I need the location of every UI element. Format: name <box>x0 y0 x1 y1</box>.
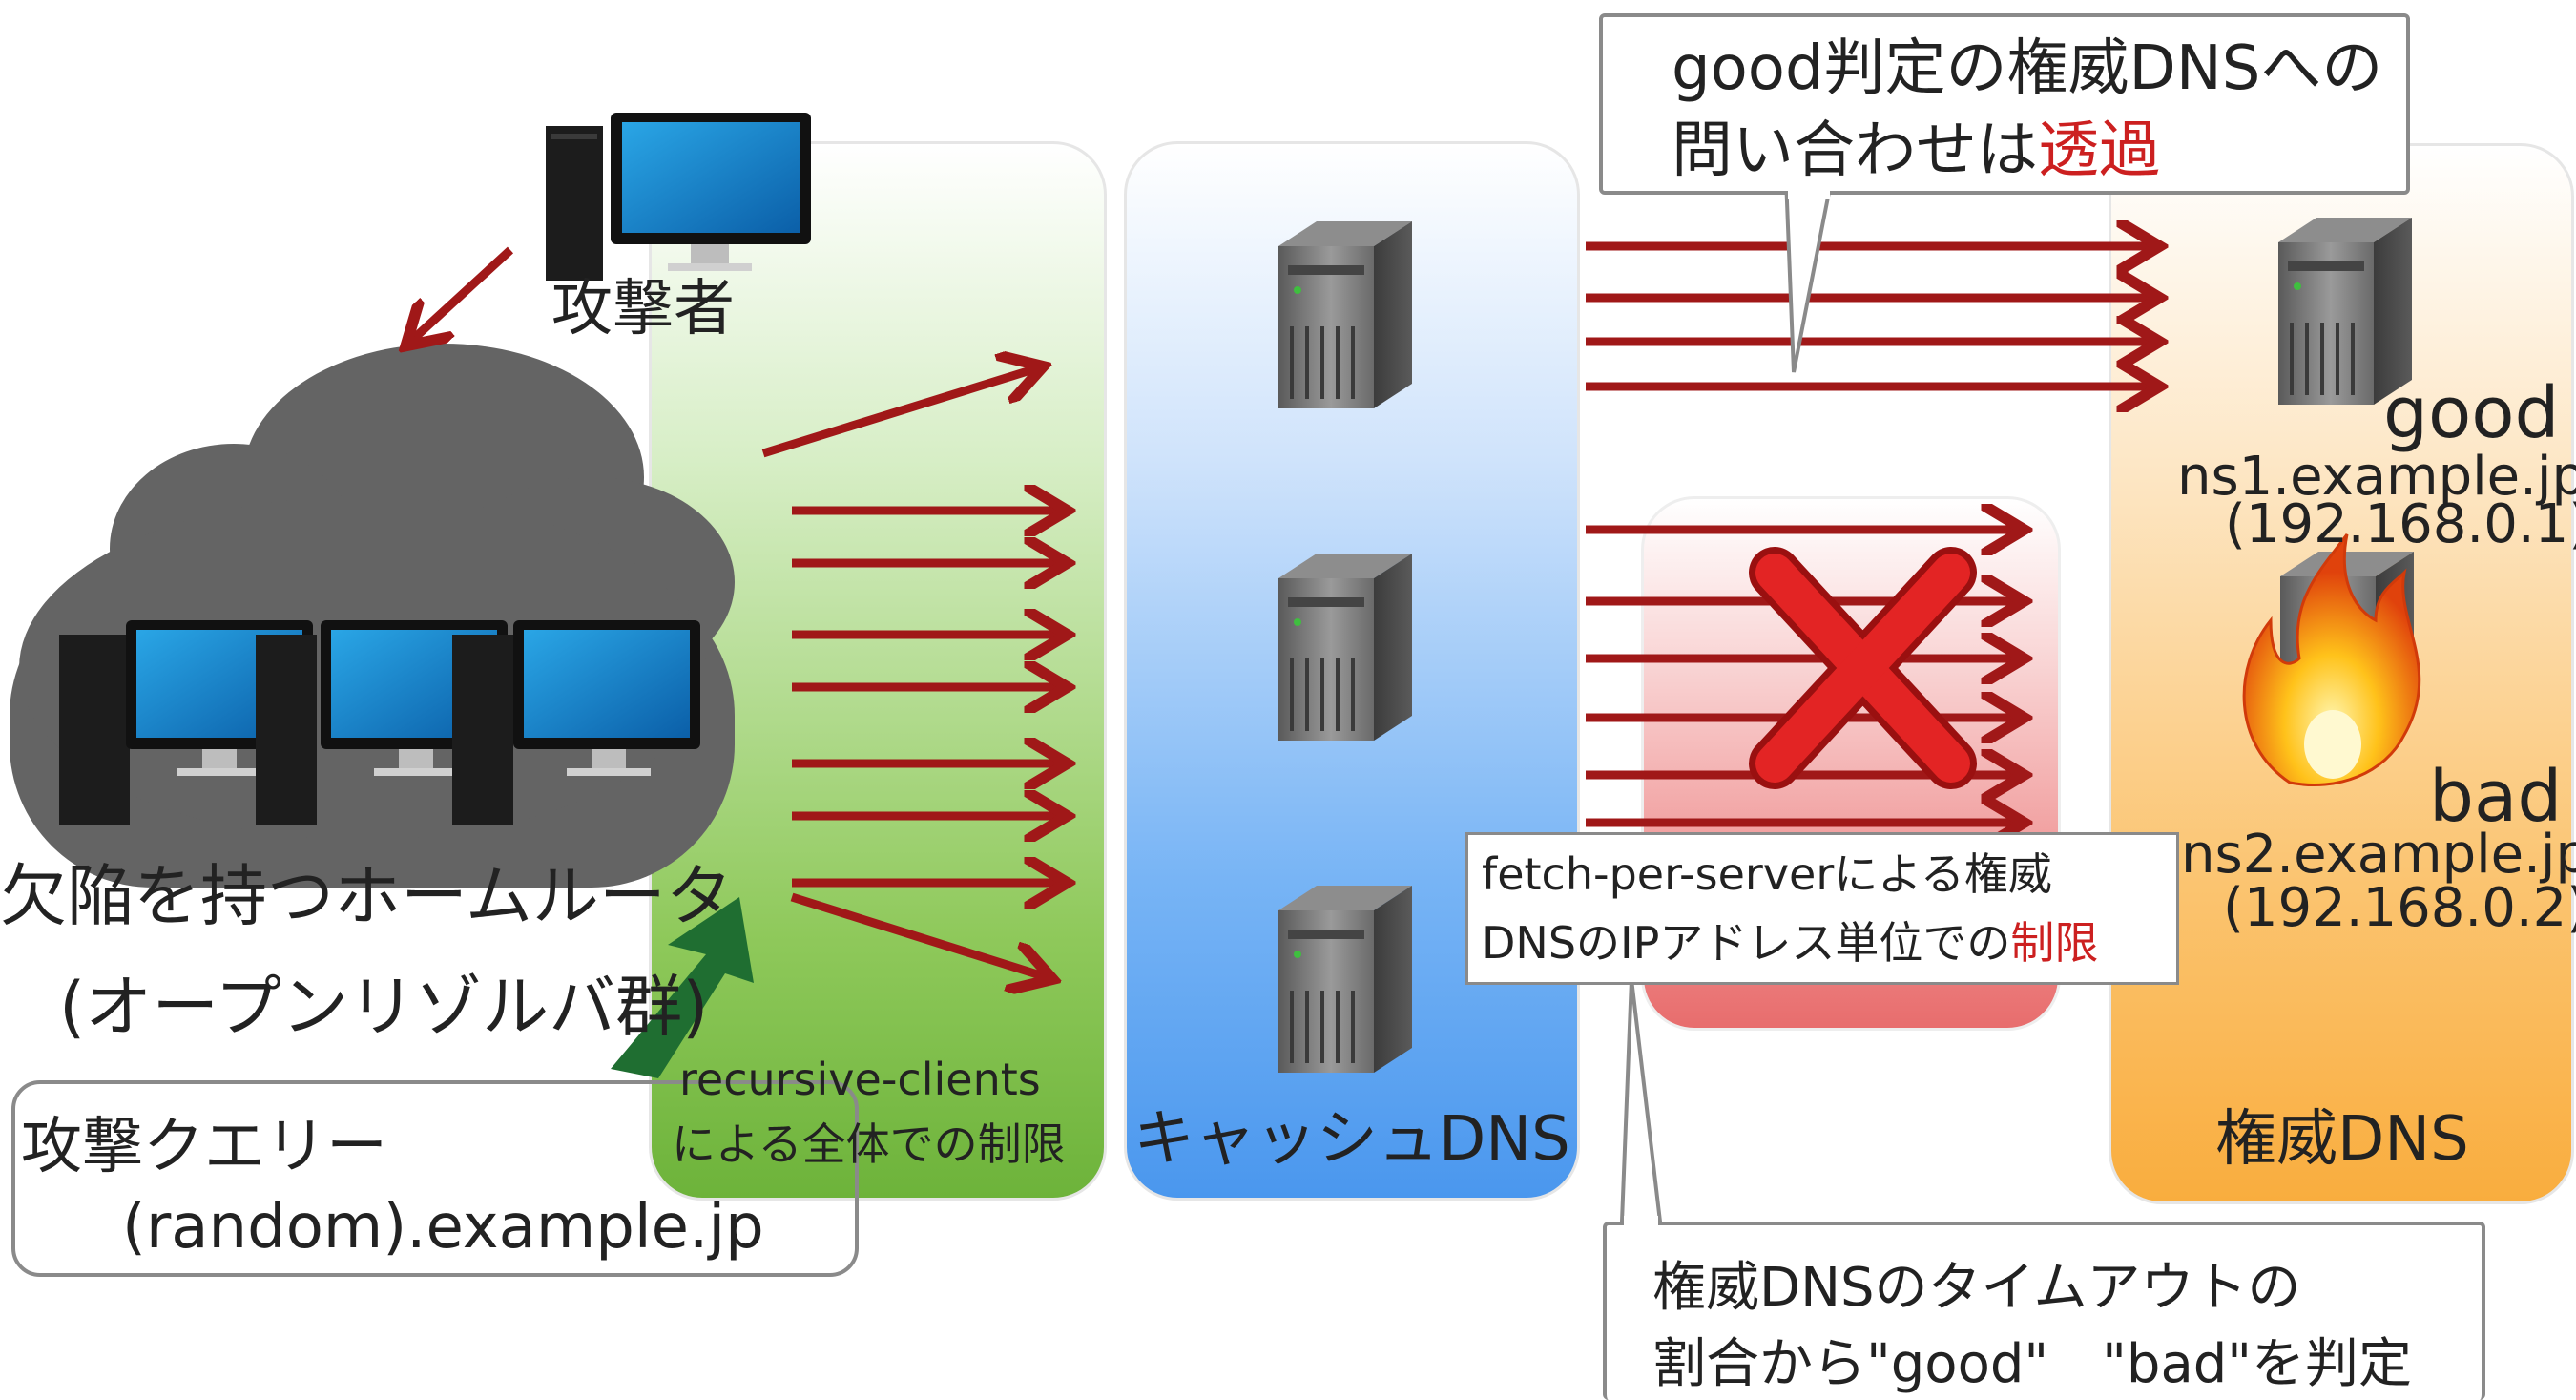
authoritative-dns-label: 権威DNS <box>2215 1104 2469 1175</box>
good-label: good <box>2383 372 2560 454</box>
attack-query-box: 攻撃クエリー (random).example.jp <box>11 1080 859 1277</box>
bad-ip: (192.168.0.2) <box>2223 877 2576 939</box>
fire-icon <box>2242 533 2421 787</box>
top-callout-joint <box>1788 189 1830 199</box>
attacker-computer-icon <box>546 113 811 281</box>
good-host: ns1.example.jp <box>2177 446 2576 508</box>
recursive-clients-label: recursive-clients <box>679 1054 1041 1105</box>
attacker-label: 攻撃者 <box>551 274 735 345</box>
bottom-callout-pointer <box>1619 978 1663 1223</box>
cache-dns-label: キャッシュDNS <box>1133 1104 1570 1175</box>
middle-callout-line2: DNSのIPアドレス単位での制限 <box>1482 917 2099 969</box>
bottom-callout-line1: 権威DNSのタイムアウトの <box>1652 1257 2301 1319</box>
open-resolver-label: (オープンリゾルバ群) <box>59 968 709 1046</box>
cache-server-icon <box>1278 221 1412 1073</box>
attack-query-arrow <box>611 897 754 1078</box>
attacker-to-cloud-arrow <box>408 246 514 344</box>
bad-label: bad <box>2429 756 2563 838</box>
bottom-callout-joint <box>1624 1216 1658 1225</box>
attack-query-domain: (random).example.jp <box>122 1192 764 1263</box>
bottom-callout: 権威DNSのタイムアウトの 割合から"good" "bad"を判定 <box>1603 1222 2485 1400</box>
home-router-computers-icon <box>59 620 700 825</box>
recursive-clients-desc: による全体での制限 <box>672 1118 1066 1170</box>
home-router-label: 欠陥を持つホームルータ <box>0 857 733 935</box>
top-callout-line2: 問い合わせは透過 <box>1672 115 2160 186</box>
middle-callout-line1: fetch-per-serverによる権威 <box>1482 848 2052 900</box>
good-ip: (192.168.0.1) <box>2225 493 2576 555</box>
top-callout-line1: good判定の権威DNSへの <box>1672 33 2383 104</box>
bottom-callout-line2: 割合から"good" "bad"を判定 <box>1652 1333 2413 1395</box>
attack-query-label: 攻撃クエリー <box>21 1112 387 1182</box>
middle-callout: fetch-per-serverによる権威 DNSのIPアドレス単位での制限 <box>1465 832 2179 985</box>
bad-host: ns2.example.jp <box>2181 824 2576 886</box>
top-callout: good判定の権威DNSへの 問い合わせは透過 <box>1599 13 2410 195</box>
cross-icon <box>1749 547 1977 789</box>
